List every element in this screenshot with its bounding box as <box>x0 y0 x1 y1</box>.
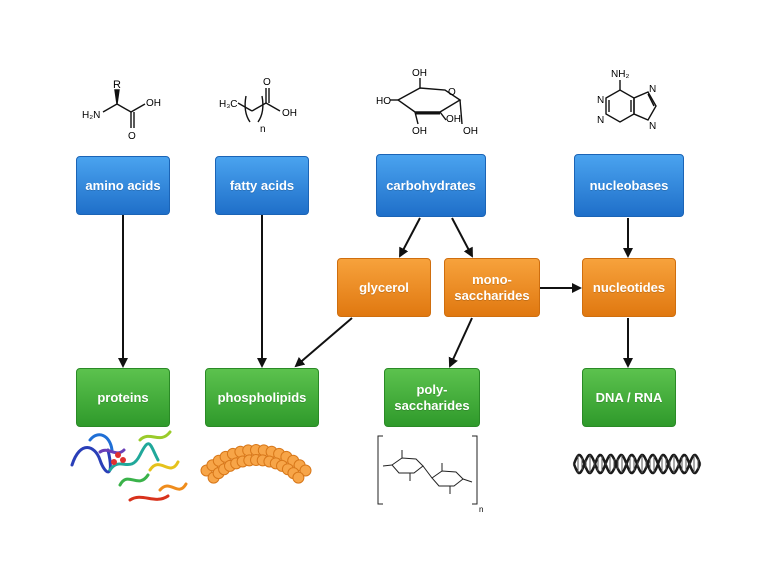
node-carbohydrates-label: carbohydrates <box>386 177 476 193</box>
node-carbohydrates: carbohydrates <box>376 154 486 217</box>
arrow-monosaccharides-to-polysaccharides <box>448 317 473 368</box>
arrow-glycerol-to-phospholipids <box>294 317 353 368</box>
node-dna-rna: DNA / RNA <box>582 368 676 427</box>
node-dna-rna-label: DNA / RNA <box>595 389 663 405</box>
node-proteins: proteins <box>76 368 170 427</box>
node-nucleotides-label: nucleotides <box>592 279 666 295</box>
node-amino-acids-label: amino acids <box>85 177 161 193</box>
node-monosaccharides-label: mono- saccharides <box>454 271 530 303</box>
node-polysaccharides-label: poly- saccharides <box>394 381 470 413</box>
node-phospholipids: phospholipids <box>205 368 319 427</box>
arrow-carbohydrates-to-glycerol <box>399 217 421 258</box>
node-nucleobases-label: nucleobases <box>589 177 669 193</box>
node-phospholipids-label: phospholipids <box>217 389 307 405</box>
node-proteins-label: proteins <box>97 389 149 405</box>
node-glycerol: glycerol <box>337 258 431 317</box>
arrow-carbohydrates-to-monosaccharides <box>451 217 473 258</box>
node-nucleotides: nucleotides <box>582 258 676 317</box>
node-glycerol-label: glycerol <box>359 279 409 295</box>
node-fatty-acids: fatty acids <box>215 156 309 215</box>
node-nucleobases: nucleobases <box>574 154 684 217</box>
node-fatty-acids-label: fatty acids <box>229 177 295 193</box>
node-amino-acids: amino acids <box>76 156 170 215</box>
node-polysaccharides: poly- saccharides <box>384 368 480 427</box>
node-monosaccharides: mono- saccharides <box>444 258 540 317</box>
